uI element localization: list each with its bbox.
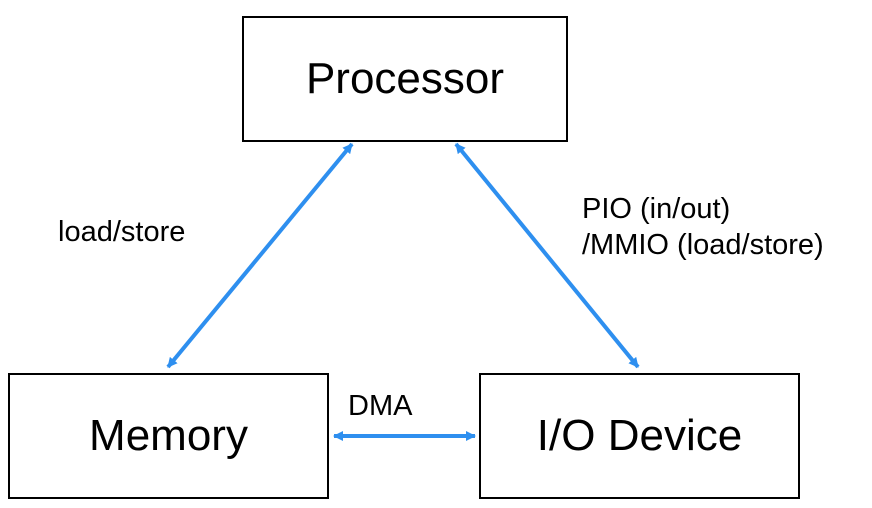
edge-label-mmio-line: /MMIO (load/store) bbox=[582, 229, 824, 261]
memory-box: Memory bbox=[8, 373, 329, 499]
io-device-box: I/O Device bbox=[479, 373, 800, 499]
arrow-processor-memory bbox=[166, 142, 354, 369]
edge-label-dma: DMA bbox=[348, 390, 413, 422]
arrow-processor-io bbox=[454, 142, 640, 369]
memory-label: Memory bbox=[89, 411, 248, 460]
edge-label-load-store: load/store bbox=[58, 216, 186, 248]
edge-label-pio-line: PIO (in/out) bbox=[582, 193, 731, 225]
processor-box: Processor bbox=[242, 16, 568, 142]
edge-label-pio-mmio: PIO (in/out) /MMIO (load/store) bbox=[582, 191, 824, 263]
io-device-label: I/O Device bbox=[536, 411, 743, 460]
processor-label: Processor bbox=[305, 54, 505, 103]
